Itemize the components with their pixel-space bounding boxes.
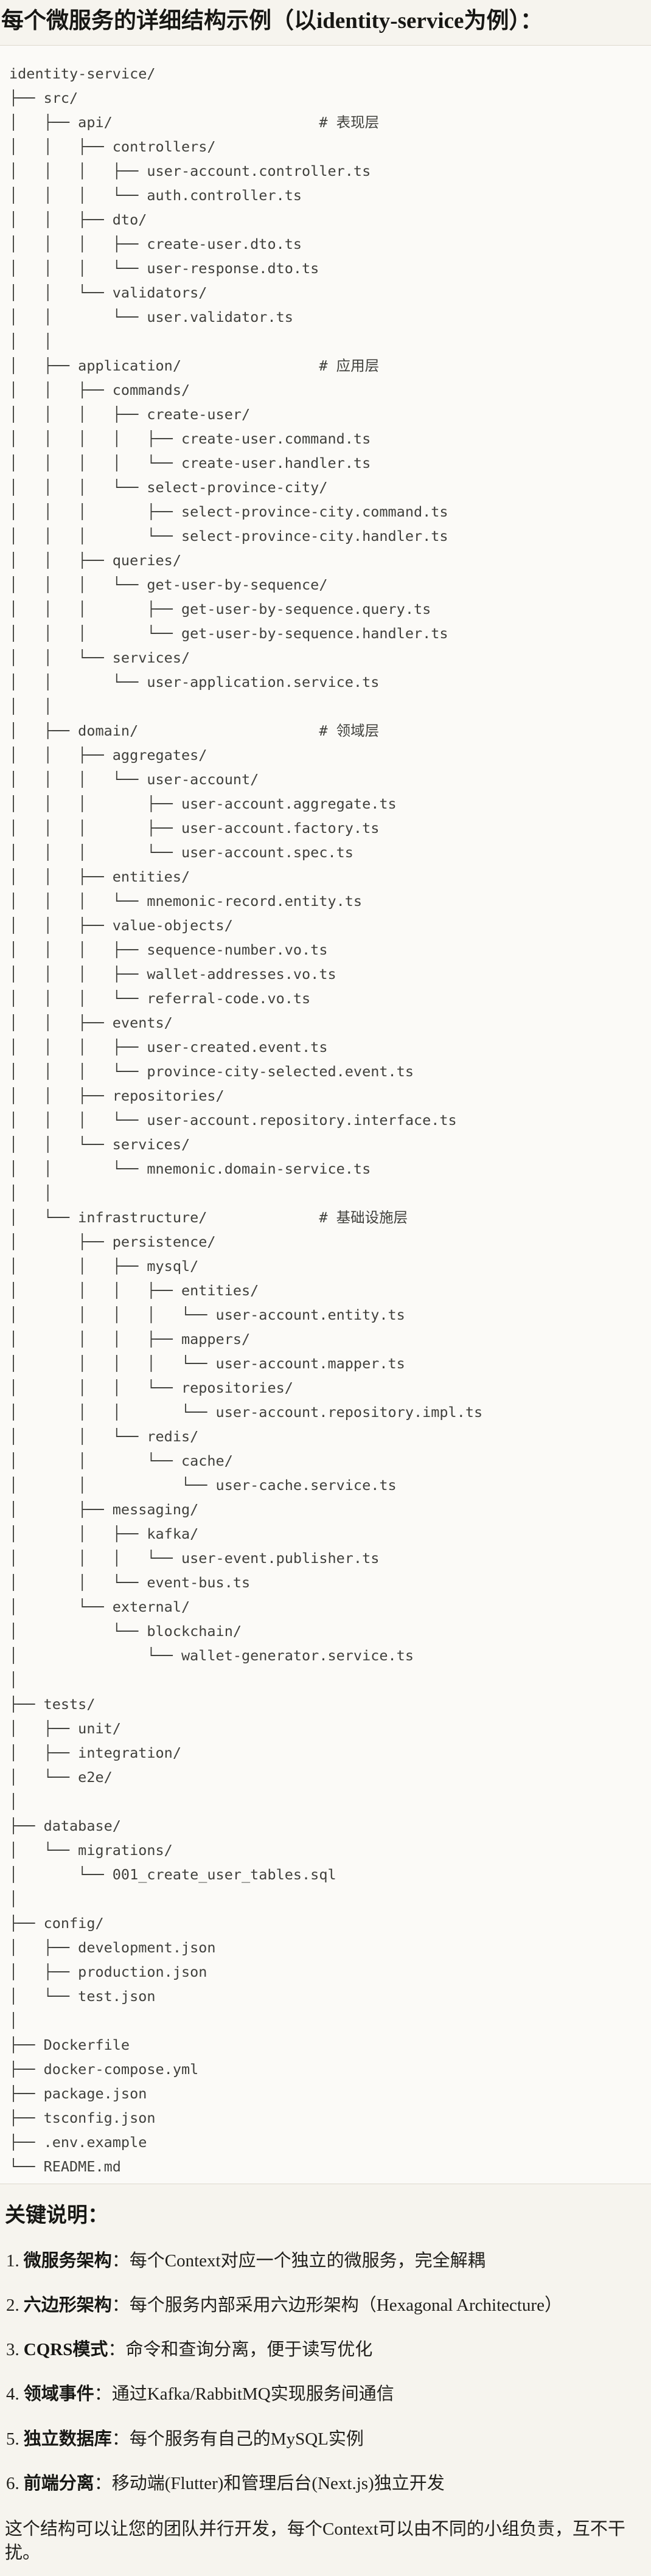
item-separator: ： xyxy=(111,2251,130,2271)
item-description: 每个服务有自己的MySQL实例 xyxy=(129,2429,364,2449)
item-separator: ： xyxy=(111,2429,130,2449)
notes-section: 关键说明： 1.微服务架构：每个Context对应一个独立的微服务，完全解耦 2… xyxy=(0,2204,651,2576)
item-number: 3. xyxy=(6,2340,19,2360)
item-term: 独立数据库 xyxy=(23,2429,112,2449)
page-title: 每个微服务的详细结构示例（以identity-service为例）： xyxy=(1,9,543,33)
item-separator: ： xyxy=(94,2473,112,2493)
item-description: 每个服务内部采用六边形架构（Hexagonal Architecture） xyxy=(129,2296,562,2316)
notes-list: 1.微服务架构：每个Context对应一个独立的微服务，完全解耦 2.六边形架构… xyxy=(5,2249,646,2496)
item-term: 领域事件 xyxy=(23,2384,94,2404)
item-separator: ： xyxy=(108,2340,126,2360)
item-number: 5. xyxy=(6,2429,19,2449)
document: 每个微服务的详细结构示例（以identity-service为例）： ident… xyxy=(0,7,651,2576)
item-number: 2. xyxy=(6,2296,19,2316)
directory-tree: identity-service/ ├── src/ │ ├── api/ # … xyxy=(9,65,483,2176)
list-item: 4.领域事件：通过Kafka/RabbitMQ实现服务间通信 xyxy=(6,2383,646,2406)
item-description: 通过Kafka/RabbitMQ实现服务间通信 xyxy=(111,2384,394,2404)
list-item: 5.独立数据库：每个服务有自己的MySQL实例 xyxy=(6,2428,646,2451)
item-description: 每个Context对应一个独立的微服务，完全解耦 xyxy=(129,2251,486,2271)
footer-paragraph: 这个结构可以让您的团队并行开发，每个Context可以由不同的小组负责，互不干扰… xyxy=(5,2519,625,2563)
list-item: 2.六边形架构：每个服务内部采用六边形架构（Hexagonal Architec… xyxy=(6,2294,646,2317)
item-description: 移动端(Flutter)和管理后台(Next.js)独立开发 xyxy=(111,2473,445,2493)
list-item: 3.CQRS模式：命令和查询分离，便于读写优化 xyxy=(6,2338,646,2362)
item-number: 1. xyxy=(6,2251,19,2271)
item-term: 前端分离 xyxy=(23,2473,94,2493)
list-item: 1.微服务架构：每个Context对应一个独立的微服务，完全解耦 xyxy=(6,2249,646,2273)
item-term: 微服务架构 xyxy=(23,2251,112,2271)
notes-heading: 关键说明： xyxy=(5,2204,108,2227)
item-term: 六边形架构 xyxy=(23,2296,112,2316)
item-separator: ： xyxy=(94,2384,112,2404)
item-separator: ： xyxy=(111,2296,130,2316)
code-block: identity-service/ ├── src/ │ ├── api/ # … xyxy=(0,45,651,2185)
list-item: 6.前端分离：移动端(Flutter)和管理后台(Next.js)独立开发 xyxy=(6,2472,646,2496)
item-number: 4. xyxy=(6,2384,19,2404)
item-term: CQRS模式 xyxy=(23,2340,108,2360)
item-description: 命令和查询分离，便于读写优化 xyxy=(125,2340,373,2360)
item-number: 6. xyxy=(6,2473,19,2493)
